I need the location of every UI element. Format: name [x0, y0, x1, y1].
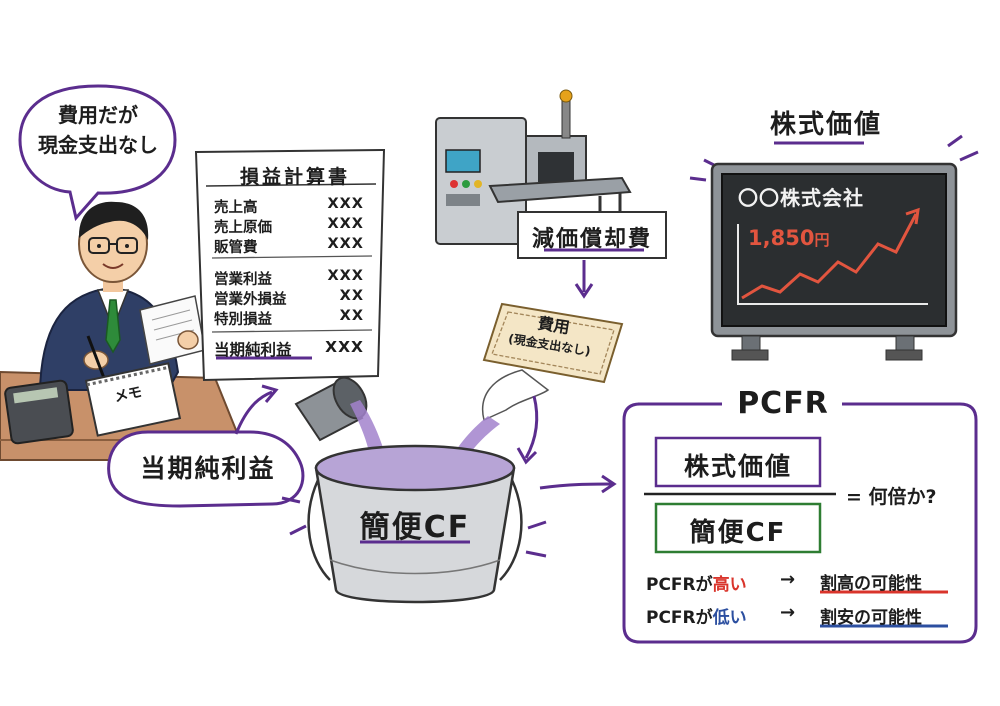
- speech-line-2: 現金支出なし: [38, 133, 158, 157]
- row-value: XX: [339, 308, 364, 324]
- pcfr-low-arrow: →: [780, 602, 796, 623]
- income-statement-title: 損益計算書: [239, 166, 350, 188]
- pcfr-high-prefix: PCFRが: [646, 575, 713, 595]
- pcfr-equals: = 何倍か?: [846, 486, 937, 508]
- pcfr-high-result: 割高の可能性: [820, 574, 922, 594]
- company-name: 〇〇株式会社: [738, 186, 864, 210]
- pcfr-denominator: 簡便CF: [689, 518, 787, 548]
- stock-price-value: 1,850: [748, 226, 815, 250]
- stock-price: 1,850円: [748, 226, 829, 250]
- pcfr-low-result: 割安の可能性: [820, 608, 922, 628]
- pcfr-low-row: PCFRが低い: [646, 603, 747, 628]
- row-value: XXX: [327, 216, 364, 232]
- depreciation-label: 減価償却費: [531, 227, 652, 252]
- statement-net-income-row: 当期純利益 XXX: [214, 338, 364, 360]
- stock-trend-line: [741, 213, 918, 300]
- statement-row: 販管費 XXX: [214, 236, 364, 257]
- pcfr-high-arrow: →: [780, 569, 796, 590]
- pcfr-high-row: PCFRが高い: [646, 570, 747, 595]
- row-label: 営業外損益: [214, 292, 287, 308]
- row-value: XXX: [327, 268, 364, 284]
- pcfr-high-word: 高い: [712, 575, 747, 595]
- pcfr-low-word: 低い: [712, 608, 747, 628]
- row-label: 営業利益: [214, 272, 272, 288]
- row-label: 特別損益: [214, 312, 272, 328]
- net-income-label: 当期純利益: [214, 341, 292, 359]
- row-value: XXX: [327, 236, 364, 252]
- stock-price-unit: 円: [814, 231, 830, 249]
- row-label: 売上原価: [214, 220, 272, 236]
- calculator-icon: [4, 379, 74, 445]
- statement-row: 営業利益 XXX: [214, 268, 364, 289]
- speech-line-1: 費用だが: [58, 103, 138, 127]
- statement-row: 売上原価 XXX: [214, 216, 364, 237]
- statement-row: 営業外損益 XX: [214, 288, 364, 309]
- pcfr-title: PCFR: [737, 386, 829, 421]
- pcfr-numerator: 株式価値: [683, 452, 792, 481]
- statement-row: 売上高 XXX: [214, 196, 364, 217]
- row-value: XX: [339, 288, 364, 304]
- statement-row: 特別損益 XX: [214, 308, 364, 329]
- net-income-tag: 当期純利益: [140, 454, 276, 483]
- row-label: 売上高: [214, 200, 258, 216]
- row-value: XXX: [327, 196, 364, 212]
- pcfr-low-prefix: PCFRが: [646, 608, 713, 628]
- speech-bubble-text: 費用だが 現金支出なし: [34, 100, 162, 160]
- bucket-label: 簡便CF: [359, 510, 471, 545]
- stock-value-title: 株式価値: [770, 110, 883, 140]
- row-label: 販管費: [214, 240, 258, 256]
- net-income-value: XXX: [325, 338, 364, 356]
